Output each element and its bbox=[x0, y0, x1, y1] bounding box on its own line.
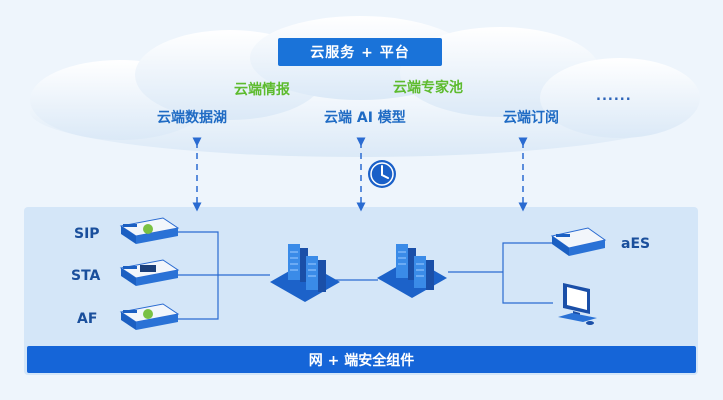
af-label: AF bbox=[77, 311, 98, 327]
more-services-ellipsis: ...... bbox=[596, 89, 632, 104]
af-appliance-icon bbox=[119, 303, 180, 330]
cloud-subscription-label: 云端订阅 bbox=[503, 110, 559, 126]
cloud-ai-model-label: 云端 AI 模型 bbox=[324, 110, 406, 126]
sta-appliance-icon bbox=[119, 259, 180, 286]
desktop-computer-icon bbox=[558, 283, 597, 325]
cloud-intel-label: 云端情报 bbox=[234, 82, 290, 98]
cloud-data-lake-label: 云端数据湖 bbox=[157, 110, 227, 126]
right-connectors bbox=[448, 242, 553, 304]
sta-label: STA bbox=[71, 268, 101, 284]
clock-icon bbox=[368, 160, 396, 188]
cloud-platform-title: 云服务 + 平台 bbox=[278, 38, 442, 66]
sync-arrows bbox=[192, 137, 528, 212]
server-cluster-icon bbox=[377, 244, 447, 298]
sip-label: SIP bbox=[74, 226, 100, 242]
cloud-expert-pool-label: 云端专家池 bbox=[393, 80, 463, 96]
server-cluster-icon bbox=[270, 244, 340, 302]
aes-label: aES bbox=[621, 236, 651, 252]
left-connectors bbox=[176, 231, 378, 320]
security-components-bar: 网 + 端安全组件 bbox=[27, 346, 696, 373]
sip-appliance-icon bbox=[119, 217, 180, 244]
aes-appliance-icon bbox=[550, 227, 607, 256]
